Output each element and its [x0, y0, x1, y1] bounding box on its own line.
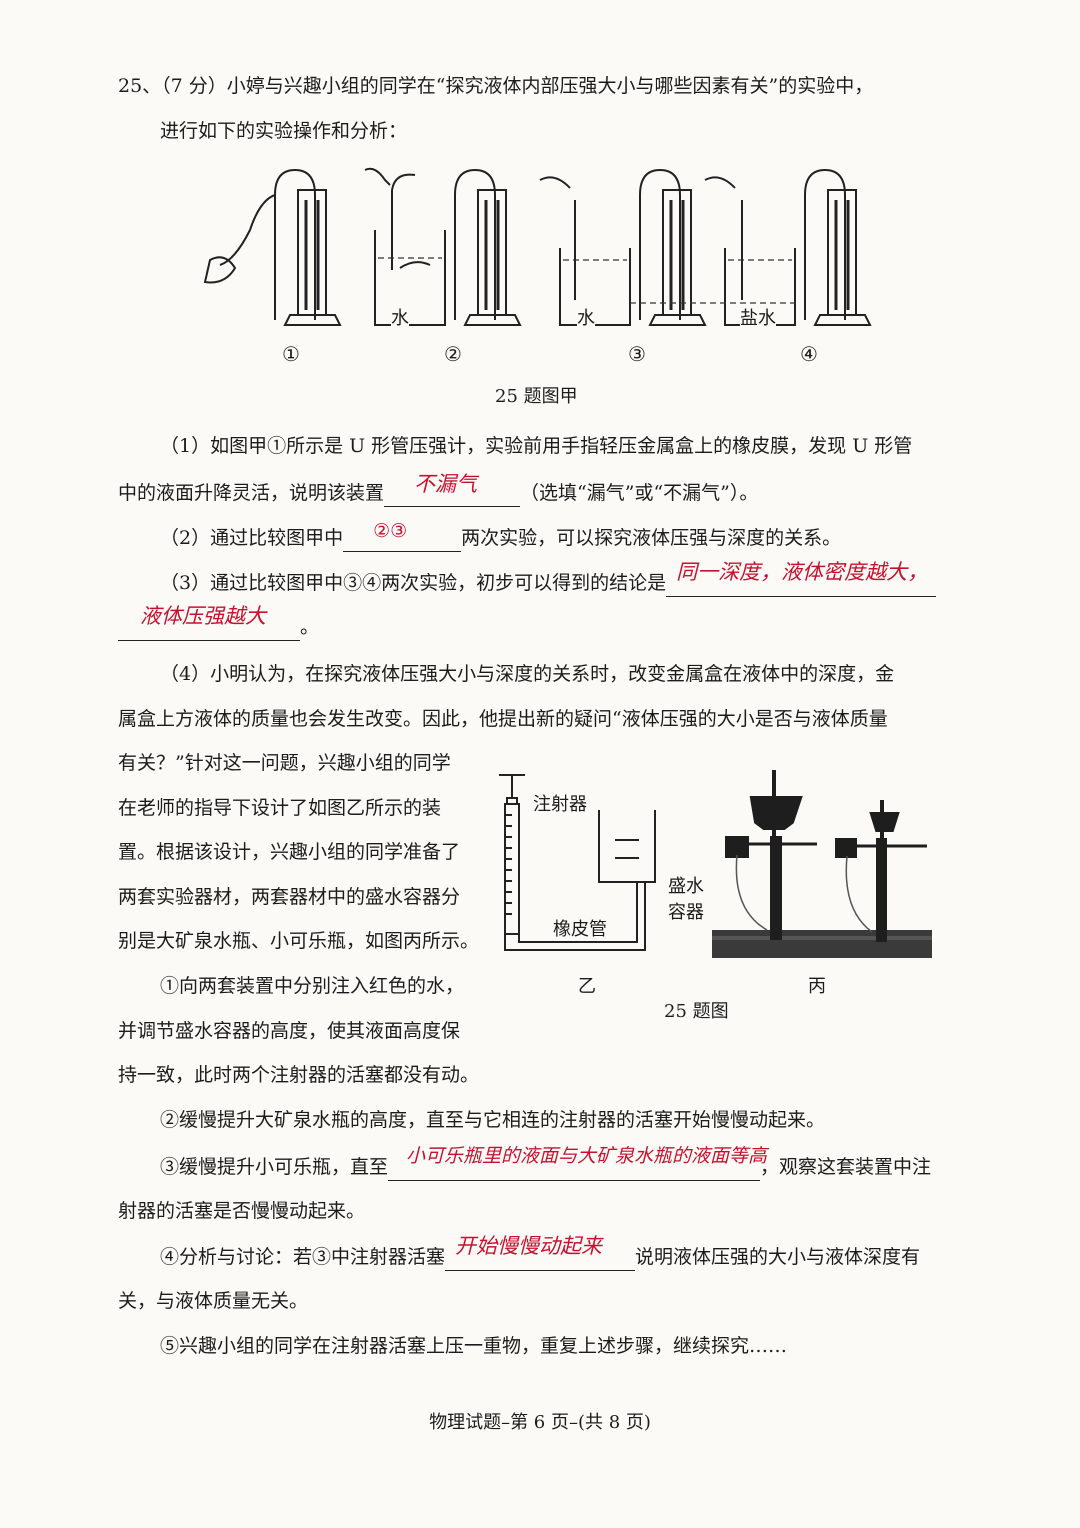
fig-label-1: ①	[282, 342, 300, 366]
label-container-2: 容器	[668, 902, 704, 923]
label-yi: 乙	[578, 976, 596, 997]
part4-wrap-3: 置。根据该设计，兴趣小组的同学准备了	[118, 841, 461, 863]
fig-label-3: ③	[628, 342, 646, 366]
part4-wrap-2: 在老师的指导下设计了如图乙所示的装	[118, 797, 442, 819]
figure-jia	[203, 167, 872, 326]
page-footer: 物理试题–第 6 页–(共 8 页)	[429, 1412, 651, 1433]
step5-line: ⑤兴趣小组的同学在注射器活塞上压一重物，重复上述步骤，继续探究……	[160, 1335, 788, 1357]
step1-line1: ①向两套装置中分别注入红色的水，	[160, 975, 465, 997]
question-header: 25、（7 分）小婷与兴趣小组的同学在“探究液体内部压强大小与哪些因素有关”的实…	[118, 75, 874, 97]
figure-yi	[499, 774, 656, 951]
label-syringe: 注射器	[533, 794, 587, 815]
step4-line2: 关，与液体质量无关。	[118, 1290, 309, 1312]
question-intro: 进行如下的实验操作和分析：	[160, 120, 408, 142]
fig-label-2: ②	[444, 342, 462, 366]
label-saltwater-4: 盐水	[740, 304, 776, 330]
part2-blank[interactable]: ②③	[343, 520, 462, 552]
label-container-1: 盛水	[668, 876, 704, 897]
part3-line2: 液体压强越大。	[118, 604, 319, 641]
part4-wrap-1: 有关？”针对这一问题，兴趣小组的同学	[118, 752, 451, 774]
part1-line2: 中的液面升降灵活，说明该装置不漏气（选填“漏气”或“不漏气”）。	[118, 472, 758, 507]
step3-blank[interactable]: 小可乐瓶里的液面与大矿泉水瓶的液面等高	[388, 1145, 767, 1181]
label-water-2: 水	[391, 304, 409, 330]
part1-line1: （1）如图甲①所示是 U 形管压强计，实验前用手指轻压金属盒上的橡皮膜，发现 U…	[160, 435, 913, 457]
part3-blank-2[interactable]: 液体压强越大	[118, 604, 300, 641]
label-water-3: 水	[577, 304, 595, 330]
step4-blank[interactable]: 开始慢慢动起来	[445, 1234, 636, 1271]
part4-wrap-4: 两套实验器材，两套器材中的盛水容器分	[118, 886, 461, 908]
part4-line1: （4）小明认为，在探究液体压强大小与深度的关系时，改变金属盒在液体中的深度，金	[160, 663, 895, 685]
part2-answer: ②③	[373, 520, 408, 542]
part1-blank[interactable]: 不漏气	[384, 472, 521, 507]
part3-blank-1[interactable]: 同一深度，液体密度越大，	[666, 560, 937, 597]
step3-line: ③缓慢提升小可乐瓶，直至小可乐瓶里的液面与大矿泉水瓶的液面等高，观察这套装置中注	[160, 1145, 931, 1181]
label-bing: 丙	[808, 976, 826, 997]
step4-answer: 开始慢慢动起来	[455, 1234, 603, 1258]
part4-wrap-5: 别是大矿泉水瓶、小可乐瓶，如图丙所示。	[118, 930, 480, 952]
part4-line2: 属盒上方液体的质量也会发生改变。因此，他提出新的疑问“液体压强的大小是否与液体质…	[118, 708, 888, 730]
step2-line: ②缓慢提升大矿泉水瓶的高度，直至与它相连的注射器的活塞开始慢慢动起来。	[160, 1109, 826, 1131]
step3-line2: 射器的活塞是否慢慢动起来。	[118, 1200, 366, 1222]
figure-bing-photo	[712, 770, 932, 958]
part3-line: （3）通过比较图甲中③④两次实验，初步可以得到的结论是同一深度，液体密度越大，	[160, 560, 937, 597]
label-rubber-tube: 橡皮管	[553, 919, 607, 940]
part1-answer: 不漏气	[414, 472, 478, 496]
part3-answer-2: 液体压强越大	[140, 604, 266, 628]
fig-label-4: ④	[800, 342, 818, 366]
part3-answer-1: 同一深度，液体密度越大，	[676, 560, 929, 584]
figure-jia-caption: 25 题图甲	[495, 386, 578, 407]
step4-line: ④分析与讨论：若③中注射器活塞开始慢慢动起来说明液体压强的大小与液体深度有	[160, 1234, 920, 1271]
step3-answer: 小可乐瓶里的液面与大矿泉水瓶的液面等高	[406, 1145, 768, 1167]
step1-line3: 持一致，此时两个注射器的活塞都没有动。	[118, 1064, 480, 1086]
step1-line2: 并调节盛水容器的高度，使其液面高度保	[118, 1020, 461, 1042]
figure-yi-bing-caption: 25 题图	[664, 1001, 729, 1022]
